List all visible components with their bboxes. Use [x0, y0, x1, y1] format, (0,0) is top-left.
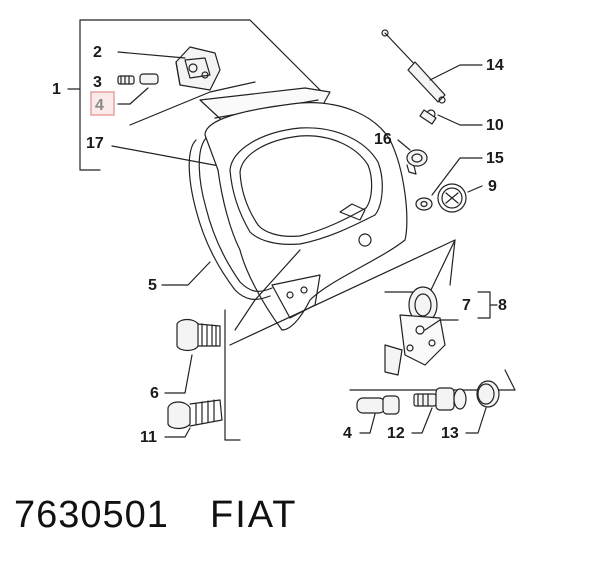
- callout-4-bottom[interactable]: 4: [343, 425, 352, 442]
- callout-9[interactable]: 9: [488, 178, 497, 195]
- callout-14[interactable]: 14: [486, 57, 504, 74]
- screw-part-3: [117, 73, 159, 85]
- callout-13[interactable]: 13: [441, 425, 459, 442]
- emblem-badge: [415, 183, 467, 213]
- brand-name: FIAT: [210, 494, 298, 536]
- callout-17[interactable]: 17: [86, 135, 104, 152]
- callout-7[interactable]: 7: [462, 297, 471, 314]
- callout-16[interactable]: 16: [374, 131, 392, 148]
- hinge-part: [175, 46, 221, 91]
- callout-10[interactable]: 10: [486, 117, 504, 134]
- callout-1[interactable]: 1: [52, 81, 61, 98]
- callout-6[interactable]: 6: [150, 385, 159, 402]
- bottom-bolt-part-12: [413, 387, 467, 411]
- callout-2[interactable]: 2: [93, 44, 102, 61]
- footer: 7630501 FIAT: [0, 486, 600, 556]
- highlight-box: [90, 91, 115, 116]
- exploded-parts-diagram: 1 2 3 4 17 5 6 11 14 10 16 15 9 7 8 4 12…: [52, 19, 516, 446]
- callout-3[interactable]: 3: [93, 74, 102, 91]
- callout-11[interactable]: 11: [140, 429, 157, 446]
- bottom-pin-part-4: [356, 395, 400, 415]
- buffer-part-11: [167, 399, 223, 430]
- bump-stop: [406, 149, 428, 175]
- gas-strut: [381, 29, 446, 104]
- bottom-cap-part-13: [476, 380, 500, 408]
- buffer-part-6: [176, 318, 221, 352]
- callout-15[interactable]: 15: [486, 150, 504, 167]
- bracket-1: [79, 19, 101, 171]
- lock-mechanism: [384, 286, 446, 376]
- door-seal: [188, 137, 273, 300]
- part-number: 7630501: [14, 494, 169, 536]
- callout-5[interactable]: 5: [148, 277, 157, 294]
- tailgate-panel: [204, 102, 408, 331]
- callout-8[interactable]: 8: [498, 297, 507, 314]
- ball-stud: [419, 109, 437, 125]
- callout-4-top[interactable]: 4: [95, 97, 104, 114]
- callout-12[interactable]: 12: [387, 425, 405, 442]
